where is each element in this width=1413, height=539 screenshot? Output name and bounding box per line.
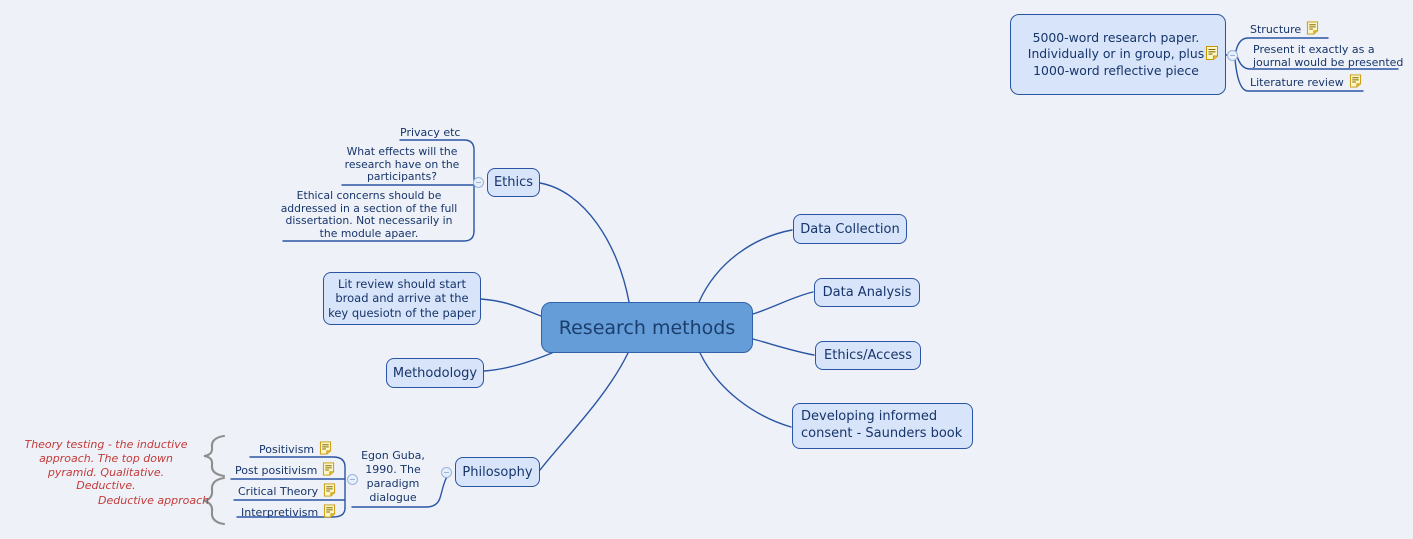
node-research-paper[interactable]: 5000-word research paper. Individually o… [1010, 14, 1226, 95]
edge-ethics-center [539, 182, 630, 303]
node-data-collection[interactable]: Data Collection [793, 214, 907, 244]
edge-interpretivism [236, 507, 346, 518]
note-icon[interactable] [1205, 45, 1219, 64]
node-post-positivism[interactable]: Post positivism [235, 462, 335, 479]
collapse-handle[interactable] [346, 473, 358, 485]
edge-structure [1235, 37, 1329, 52]
edge-center-datacollection [698, 229, 793, 303]
note-icon[interactable] [323, 483, 336, 500]
collapse-handle[interactable] [472, 176, 484, 188]
edge-ethical-concerns [282, 230, 475, 242]
node-developing-consent[interactable]: Developing informed consent - Saunders b… [792, 403, 973, 449]
brace-deductive [203, 476, 226, 526]
note-icon[interactable] [1349, 74, 1362, 91]
node-post-positivism-label: Post positivism [235, 464, 318, 477]
node-critical-theory[interactable]: Critical Theory [238, 483, 336, 500]
note-icon[interactable] [323, 504, 336, 521]
node-ethics-access[interactable]: Ethics/Access [815, 341, 921, 370]
node-interpretivism[interactable]: Interpretivism [241, 504, 336, 521]
note-icon[interactable] [1306, 21, 1319, 38]
edge-litreview-center [480, 298, 542, 317]
edge-egonguba-philosophy [351, 476, 448, 508]
note-icon[interactable] [319, 441, 332, 458]
annotation-theory-testing[interactable]: Theory testing - the inductive approach.… [24, 438, 188, 493]
node-egon-guba[interactable]: Egon Guba, 1990. The paradigm dialogue [361, 449, 425, 504]
node-literature-review-label: Literature review [1250, 76, 1344, 89]
node-research-methods[interactable]: Research methods [541, 302, 753, 353]
node-philosophy[interactable]: Philosophy [455, 457, 540, 487]
collapse-handle[interactable] [440, 466, 452, 478]
node-lit-review-broad[interactable]: Lit review should start broad and arrive… [323, 272, 481, 325]
node-critical-theory-label: Critical Theory [238, 485, 319, 498]
node-what-effects[interactable]: What effects will the research have on t… [344, 145, 460, 184]
annotation-deductive-approach[interactable]: Deductive approach [98, 494, 210, 507]
node-present-journal[interactable]: Present it exactly as a journal would be… [1253, 43, 1404, 70]
edge-center-developing [699, 352, 792, 428]
node-ethics[interactable]: Ethics [487, 168, 540, 197]
edge-present [1236, 55, 1399, 70]
collapse-handle[interactable] [1226, 49, 1238, 61]
edge-center-ethicsaccess [752, 338, 815, 356]
edge-litreview-note [1234, 58, 1364, 92]
edge-philosophy-center [539, 352, 629, 471]
edge-center-dataanalysis [752, 291, 814, 315]
edge-privacy [399, 139, 475, 232]
node-structure[interactable]: Structure [1250, 21, 1319, 38]
edge-methodology-center [483, 352, 553, 372]
node-positivism-label: Positivism [259, 443, 315, 456]
node-ethical-concerns[interactable]: Ethical concerns should be addressed in … [280, 189, 458, 241]
node-privacy[interactable]: Privacy etc [400, 126, 461, 139]
node-methodology[interactable]: Methodology [386, 358, 484, 388]
node-interpretivism-label: Interpretivism [241, 506, 319, 519]
note-icon[interactable] [322, 462, 335, 479]
node-research-paper-text: 5000-word research paper. Individually o… [1027, 29, 1205, 78]
node-positivism[interactable]: Positivism [259, 441, 332, 458]
node-data-analysis[interactable]: Data Analysis [814, 278, 920, 307]
node-structure-label: Structure [1250, 23, 1302, 36]
edge-positivism [249, 456, 346, 509]
node-literature-review[interactable]: Literature review [1250, 74, 1362, 91]
brace-inductive [203, 434, 226, 478]
